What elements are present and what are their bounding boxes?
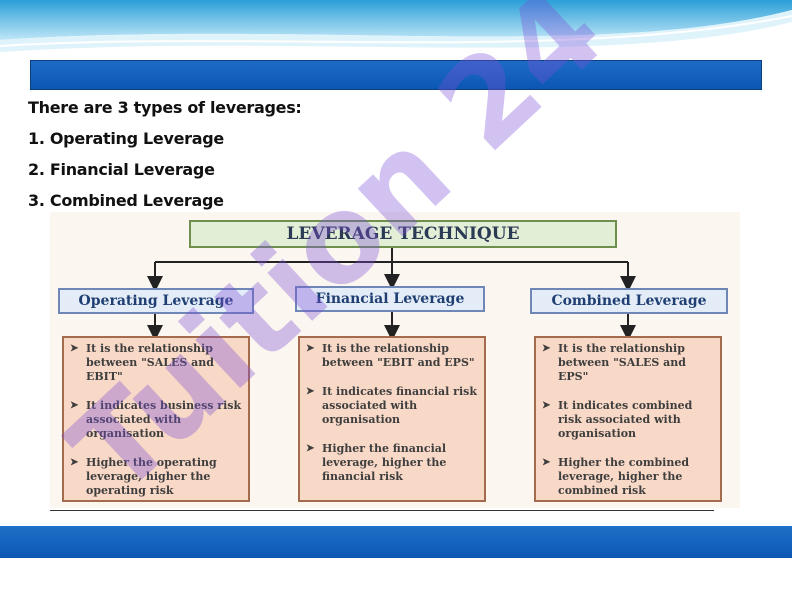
arrow-bullet-icon: ➤: [70, 457, 79, 468]
desc-point: ➤ It indicates business risk associated w…: [70, 399, 242, 441]
slide-title-bar: [30, 60, 762, 90]
footer-bar: [0, 526, 792, 558]
desc-point-text: It indicates business risk associated wi…: [86, 399, 242, 440]
branch-financial-leverage: Financial Leverage: [295, 286, 485, 312]
desc-point-text: Higher the financial leverage, higher th…: [322, 442, 447, 483]
arrow-bullet-icon: ➤: [70, 343, 79, 354]
arrow-bullet-icon: ➤: [542, 457, 551, 468]
desc-point-text: It indicates financial risk associated w…: [322, 385, 477, 426]
desc-point-text: It is the relationship between "SALES an…: [558, 342, 686, 383]
intro-item-1: 1. Operating Leverage: [28, 129, 224, 148]
intro-text: There are 3 types of leverages: 1. Opera…: [28, 92, 428, 216]
divider-line: [50, 510, 714, 511]
desc-box-operating: ➤ It is the relationship between "SALES a…: [62, 336, 250, 502]
branch-operating-leverage: Operating Leverage: [58, 288, 254, 314]
header-wave-decoration: [0, 0, 792, 52]
desc-point-text: It is the relationship between "EBIT and…: [322, 342, 475, 369]
arrow-bullet-icon: ➤: [542, 400, 551, 411]
desc-point: ➤ Higher the operating leverage, higher t…: [70, 456, 242, 498]
intro-heading: There are 3 types of leverages:: [28, 98, 302, 117]
arrow-bullet-icon: ➤: [70, 400, 79, 411]
arrow-bullet-icon: ➤: [542, 343, 551, 354]
intro-item-2: 2. Financial Leverage: [28, 160, 215, 179]
intro-item-3: 3. Combined Leverage: [28, 191, 224, 210]
desc-point: ➤ It is the relationship between "SALES a…: [542, 342, 714, 384]
arrow-bullet-icon: ➤: [306, 343, 315, 354]
branch-combined-leverage: Combined Leverage: [530, 288, 728, 314]
desc-point: ➤ It is the relationship between "EBIT an…: [306, 342, 478, 370]
desc-point: ➤ Higher the financial leverage, higher t…: [306, 442, 478, 484]
desc-point-text: It indicates combined risk associated wi…: [558, 399, 693, 440]
desc-point: ➤ It indicates combined risk associated w…: [542, 399, 714, 441]
desc-point-text: Higher the operating leverage, higher th…: [86, 456, 217, 497]
desc-point: ➤ It is the relationship between "SALES a…: [70, 342, 242, 384]
arrow-bullet-icon: ➤: [306, 386, 315, 397]
desc-box-combined: ➤ It is the relationship between "SALES a…: [534, 336, 722, 502]
desc-point: ➤ It indicates financial risk associated …: [306, 385, 478, 427]
root-node-leverage-technique: LEVERAGE TECHNIQUE: [189, 220, 617, 248]
desc-point: ➤ Higher the combined leverage, higher th…: [542, 456, 714, 498]
desc-box-financial: ➤ It is the relationship between "EBIT an…: [298, 336, 486, 502]
desc-point-text: Higher the combined leverage, higher the…: [558, 456, 690, 497]
desc-point-text: It is the relationship between "SALES an…: [86, 342, 214, 383]
arrow-bullet-icon: ➤: [306, 443, 315, 454]
